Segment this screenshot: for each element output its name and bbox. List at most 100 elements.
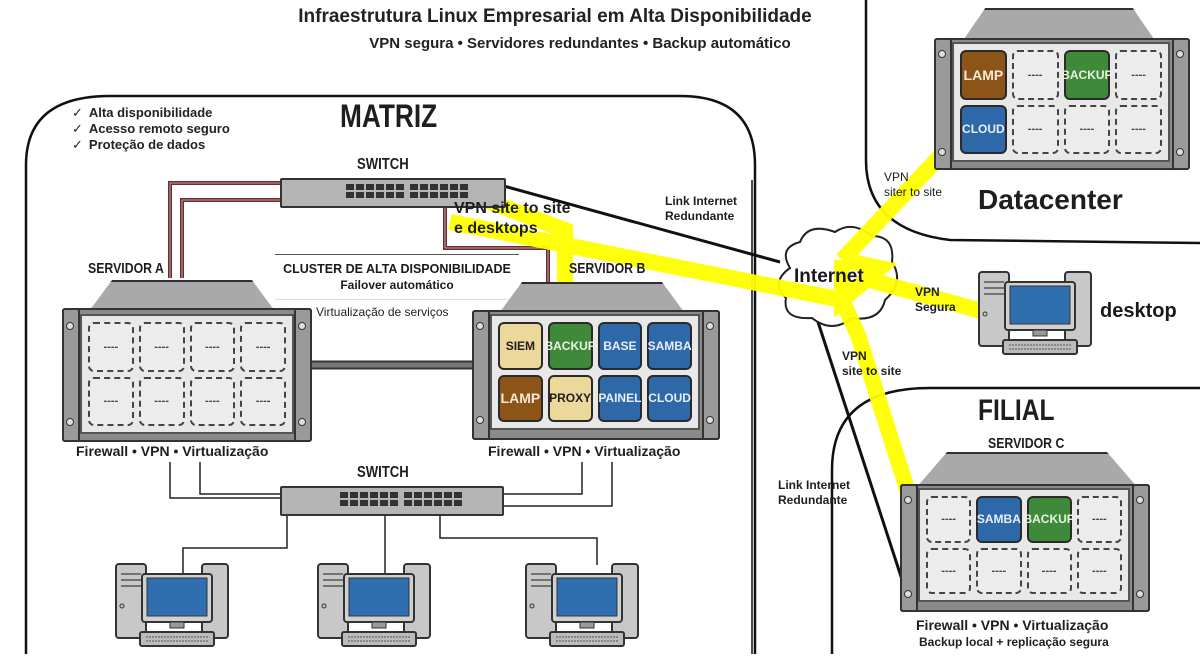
server-c-slot-empty[interactable]: ---- <box>1076 547 1122 594</box>
server-a-slot-empty[interactable]: ---- <box>88 322 134 372</box>
vpn-tunnel-desktop <box>867 272 988 320</box>
feature-list: ✓Alta disponibilidade ✓Acesso remoto seg… <box>72 105 230 153</box>
server-b-slot-backup[interactable]: BACKUP <box>544 322 596 370</box>
cable-server-a-switch-2 <box>199 462 282 495</box>
server-b-slot-samba[interactable]: SAMBA <box>647 322 692 370</box>
datacenter-server[interactable]: LAMP----BACKUP----CLOUD------------ <box>934 8 1190 170</box>
vpn-matriz-label: VPN site to site e desktops <box>454 200 571 237</box>
switch-ports <box>340 492 398 506</box>
filial-title: FILIAL <box>978 394 1055 427</box>
server-c-subcaption: Backup local + replicação segura <box>919 635 1109 649</box>
matriz-title: MATRIZ <box>340 98 438 134</box>
vpn-tunnel-matriz-internet <box>448 214 844 308</box>
datacenter-slot-lamp[interactable]: LAMP <box>960 50 1007 100</box>
desktop-computer-icon[interactable] <box>112 560 232 652</box>
server-c-slot-empty[interactable]: ---- <box>976 547 1022 594</box>
check-icon: ✓ <box>72 121 83 136</box>
server-c-slot-empty[interactable]: ---- <box>1026 547 1072 594</box>
desktop-computer-icon[interactable] <box>314 560 434 652</box>
datacenter-slot-empty[interactable]: ---- <box>1115 104 1162 154</box>
server-a-slot-empty[interactable]: ---- <box>240 322 286 372</box>
switch-ports <box>410 184 468 198</box>
server-c-slot-empty[interactable]: ---- <box>926 496 972 543</box>
switch-ports <box>404 492 462 506</box>
server-c-slot-backup[interactable]: BACKUP <box>1023 496 1075 543</box>
matriz-desktop-3[interactable] <box>522 560 642 657</box>
matriz-region-border <box>24 94 757 654</box>
server-b-slot-lamp[interactable]: LAMP <box>498 374 543 422</box>
server-b-slot-painel[interactable]: PAINEL <box>597 374 643 422</box>
vpn-datacenter-label: VPN siter to site <box>884 170 943 199</box>
server-b-slot-proxy[interactable]: PROXY <box>547 374 593 422</box>
virtualization-label: Virtualização de serviços <box>316 305 449 319</box>
server-a-slot-empty[interactable]: ---- <box>138 322 185 372</box>
server-a-slot-empty[interactable]: ---- <box>189 322 236 372</box>
server-a-slot-empty[interactable]: ---- <box>189 376 236 426</box>
server-b-caption: Firewall • VPN • Virtualização <box>488 443 681 459</box>
server-c-slot-empty[interactable]: ---- <box>1076 496 1122 543</box>
datacenter-slot-empty[interactable]: ---- <box>1011 50 1059 100</box>
server-a-panel: -------------------------------- <box>80 314 294 434</box>
datacenter-title: Datacenter <box>978 184 1123 215</box>
internet-label: Internet <box>794 266 864 287</box>
datacenter-slot-cloud[interactable]: CLOUD <box>960 104 1007 154</box>
internet-link-matriz <box>499 183 781 264</box>
matriz-desktop-2[interactable] <box>314 560 434 657</box>
cable-switch-pc-3 <box>439 514 598 565</box>
internet-link-filial <box>816 321 910 599</box>
feature-item: ✓Proteção de dados <box>72 137 206 152</box>
desktop-computer-icon[interactable] <box>522 560 642 652</box>
vpn-desktop-label: VPN Segura <box>915 285 956 314</box>
server-a-slot-empty[interactable]: ---- <box>240 376 286 426</box>
check-icon: ✓ <box>72 105 83 120</box>
link-internet-filial-label: Link Internet Redundante <box>778 478 851 507</box>
top-switch-label: SWITCH <box>357 156 409 173</box>
filial-region-border <box>830 386 1200 654</box>
vpn-tunnel-internet-core <box>834 252 898 318</box>
vpn-tunnels <box>445 144 988 495</box>
vpn-tunnel-datacenter <box>836 144 952 266</box>
server-b-slot-siem[interactable]: SIEM <box>498 322 543 370</box>
server-c-slot-empty[interactable]: ---- <box>926 547 972 594</box>
switch-ports <box>346 184 404 198</box>
page-title: Infraestrutura Linux Empresarial em Alta… <box>298 6 812 27</box>
server-b-slot-cloud[interactable]: CLOUD <box>647 374 692 422</box>
bottom-switch[interactable] <box>280 486 504 516</box>
cable-switch-server-a-2-inner <box>181 199 282 278</box>
server-b-slot-base[interactable]: BASE <box>597 322 643 370</box>
cluster-subtitle: Failover automático <box>340 278 454 292</box>
cable-server-b-switch-2 <box>500 462 613 507</box>
cable-switch-server-b-inner <box>444 208 549 282</box>
vpn-tunnel-filial <box>834 296 916 495</box>
server-c-label: SERVIDOR C <box>988 435 1065 452</box>
cable-switch-pc-1 <box>182 514 288 575</box>
matriz-desktop-1[interactable] <box>112 560 232 657</box>
server-a-slot-empty[interactable]: ---- <box>88 376 134 426</box>
feature-item: ✓Acesso remoto seguro <box>72 121 230 136</box>
cable-server-b-switch-1 <box>500 462 583 495</box>
check-icon: ✓ <box>72 137 83 152</box>
server-a-slot-empty[interactable]: ---- <box>138 376 185 426</box>
top-switch[interactable] <box>280 178 506 208</box>
cable-switch-server-a-1 <box>168 181 282 278</box>
cluster-title: CLUSTER DE ALTA DISPONIBILIDADE <box>283 262 511 276</box>
server-a-label: SERVIDOR A <box>88 260 164 277</box>
desktop-computer-icon[interactable] <box>975 268 1095 360</box>
datacenter-slot-empty[interactable]: ---- <box>1115 50 1162 100</box>
link-internet-matriz-label: Link Internet Redundante <box>665 194 738 223</box>
remote-desktop[interactable] <box>975 268 1095 365</box>
datacenter-slot-empty[interactable]: ---- <box>1063 104 1111 154</box>
server-c-slot-samba[interactable]: SAMBA <box>976 496 1022 543</box>
server-c-caption: Firewall • VPN • Virtualização <box>916 617 1109 633</box>
datacenter-slot-backup[interactable]: BACKUP <box>1061 50 1113 100</box>
datacenter-panel: LAMP----BACKUP----CLOUD------------ <box>952 42 1170 162</box>
cluster-box: CLUSTER DE ALTA DISPONIBILIDADE Failover… <box>275 254 519 300</box>
server-a[interactable]: -------------------------------- <box>62 278 312 442</box>
datacenter-slot-empty[interactable]: ---- <box>1011 104 1059 154</box>
bottom-switch-label: SWITCH <box>357 464 409 481</box>
